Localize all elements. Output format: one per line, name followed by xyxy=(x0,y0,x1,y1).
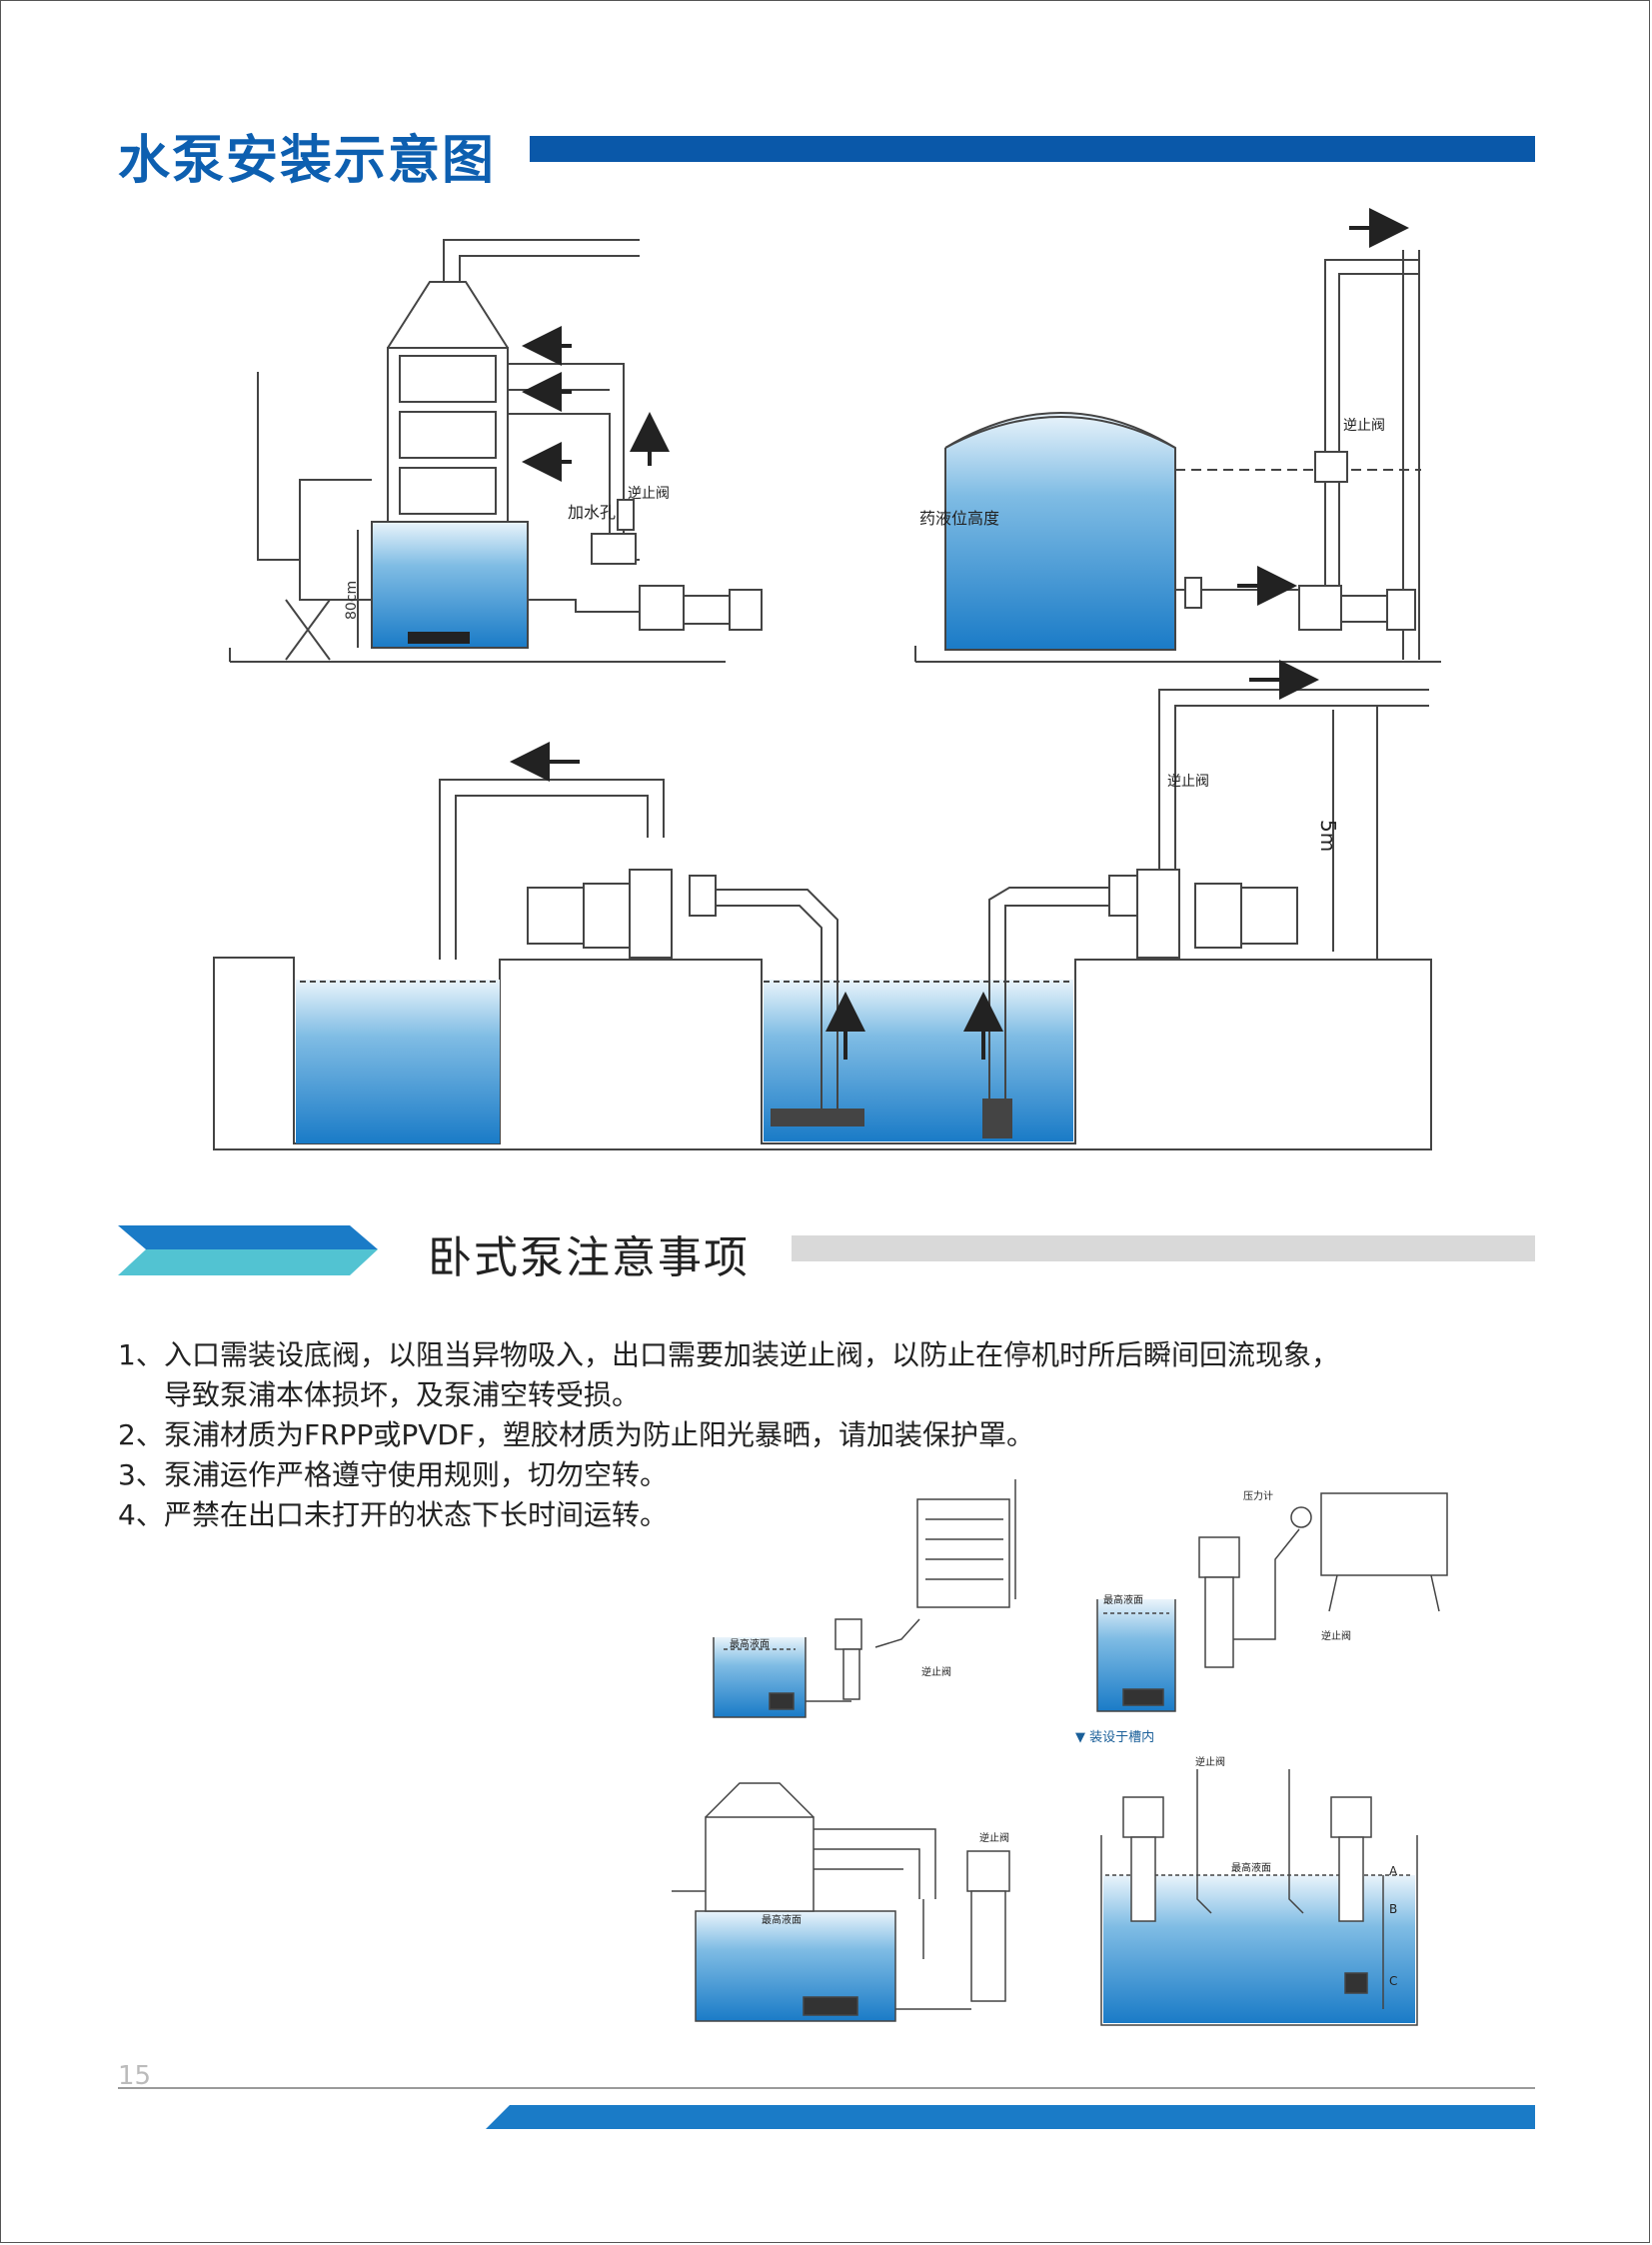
title-accent-bar xyxy=(530,136,1535,162)
label-add-water-hole: 加水孔 xyxy=(568,503,616,522)
pit-pumps-diagram xyxy=(213,660,1432,1150)
section-chevron-icon xyxy=(118,1225,378,1275)
note-item-3: 3、泵浦运作严格遵守使用规则，切勿空转。 xyxy=(118,1458,669,1491)
page-title: 水泵安装示意图 xyxy=(118,131,497,191)
page-number: 15 xyxy=(118,2061,152,2091)
bottom-diagram-scrubber-small xyxy=(672,1782,1010,2022)
label-install-in-tank: ▼ 装设于槽内 xyxy=(1075,1729,1154,1745)
mark-b: B xyxy=(1389,1902,1397,1916)
section-grey-bar xyxy=(792,1235,1535,1261)
label-max-level-1: 最高液面 xyxy=(730,1637,770,1650)
notes-list: 1、入口需装设底阀，以阻当异物吸入，出口需要加装逆止阀，以防止在停机时所后瞬间回… xyxy=(118,1335,1339,1535)
label-check-valve-c: 逆止阀 xyxy=(979,1831,1009,1844)
footer-rule xyxy=(118,2087,1535,2089)
label-check-valve-3: 逆止阀 xyxy=(1167,774,1209,790)
label-check-valve-b: 逆止阀 xyxy=(1321,1629,1351,1642)
label-80cm: 80cm xyxy=(344,581,360,620)
label-max-level-2: 最高液面 xyxy=(1103,1593,1143,1606)
label-check-valve-1: 逆止阀 xyxy=(628,486,670,502)
bottom-diagram-filter-press xyxy=(1096,1492,1448,1712)
footer-accent-bar xyxy=(486,2105,1535,2129)
bottom-diagram-submerged-pumps xyxy=(1100,1769,1418,2026)
label-max-level-3: 最高液面 xyxy=(762,1913,802,1926)
mark-c: C xyxy=(1389,1974,1397,1988)
label-check-valve-a: 逆止阀 xyxy=(921,1665,951,1678)
label-check-valve-2: 逆止阀 xyxy=(1343,418,1385,434)
note-item-1: 1、入口需装设底阀，以阻当异物吸入，出口需要加装逆止阀，以防止在停机时所后瞬间回… xyxy=(118,1338,1340,1371)
note-item-1-continued: 导致泵浦本体损坏，及泵浦空转受损。 xyxy=(164,1378,641,1411)
note-item-2: 2、泵浦材质为FRPP或PVDF，塑胶材质为防止阳光暴晒，请加装保护罩。 xyxy=(118,1418,1035,1451)
scrubber-tower-diagram xyxy=(229,239,763,663)
storage-tank-diagram xyxy=(914,208,1441,663)
section-title: 卧式泵注意事项 xyxy=(428,1232,750,1283)
label-max-level-4: 最高液面 xyxy=(1231,1861,1271,1874)
label-liquid-height: 药液位高度 xyxy=(919,509,999,528)
label-pressure-gauge: 压力计 xyxy=(1243,1489,1273,1502)
label-5m: 5m xyxy=(1316,820,1340,852)
note-item-4: 4、严禁在出口未打开的状态下长时间运转。 xyxy=(118,1498,669,1531)
bottom-diagram-heat-exchanger xyxy=(713,1479,1016,1718)
label-check-valve-d: 逆止阀 xyxy=(1195,1755,1225,1768)
mark-a: A xyxy=(1389,1864,1398,1878)
